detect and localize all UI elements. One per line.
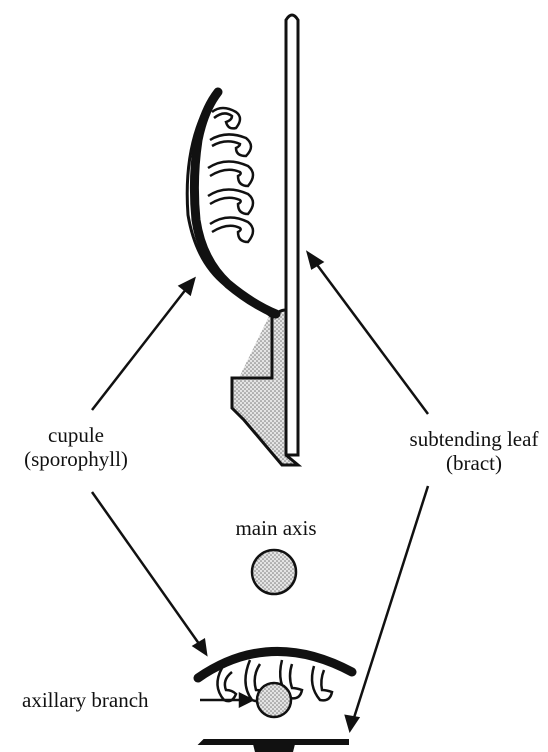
arrow-cupule-lower <box>92 492 202 648</box>
axillary-branch-circle <box>257 683 291 717</box>
arrowhead <box>346 716 358 730</box>
arrow-cupule-upper <box>92 284 190 410</box>
main-axis-label: main axis <box>235 516 316 540</box>
arrowhead <box>180 279 194 294</box>
ovules-upper <box>208 108 253 242</box>
subtending-leaf-label: subtending leaf (bract) <box>410 427 539 475</box>
arrowhead <box>308 253 322 268</box>
cross-section <box>198 550 352 752</box>
cupule-cross-section <box>198 651 352 678</box>
arrowhead <box>194 640 206 654</box>
arrow-bract-lower <box>352 486 428 724</box>
subtending-leaf-label-line2: (bract) <box>410 451 539 475</box>
main-axis-circle <box>252 550 296 594</box>
bract-upper <box>286 15 298 455</box>
subtending-leaf-label-line1: subtending leaf <box>410 427 539 451</box>
arrow-bract-upper <box>312 258 428 414</box>
axillary-branch-label: axillary branch <box>22 688 149 712</box>
cupule-label-line2: (sporophyll) <box>24 447 128 471</box>
arrows <box>92 253 428 730</box>
cupule-label-line1: cupule <box>24 423 128 447</box>
bract-cross-section <box>200 740 348 752</box>
longitudinal-section <box>187 15 298 465</box>
cupule-wall <box>194 92 276 314</box>
cupule-label: cupule (sporophyll) <box>24 423 128 471</box>
